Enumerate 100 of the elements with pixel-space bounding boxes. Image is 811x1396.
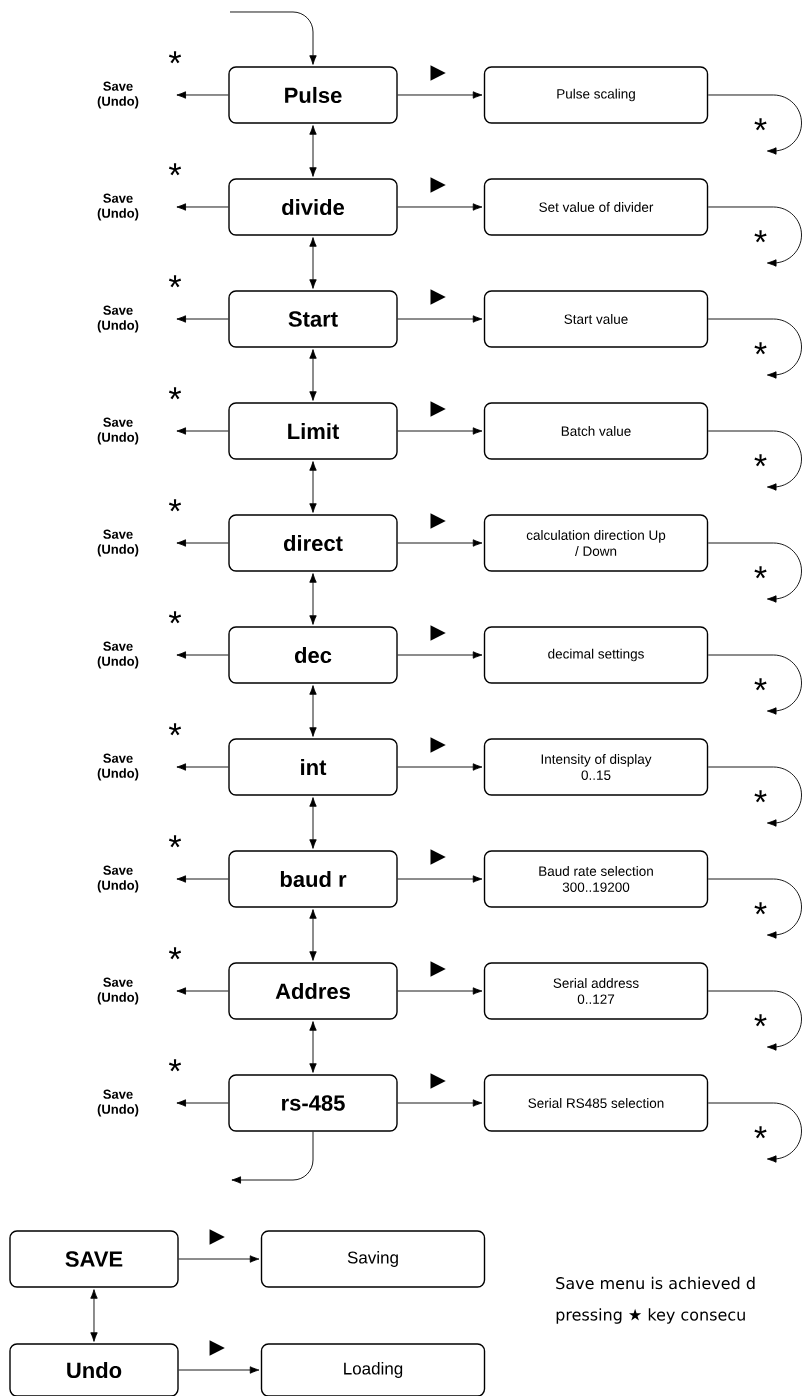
- edge-label: *: [754, 118, 767, 131]
- edge-label: *: [168, 275, 182, 288]
- note-text: pressing ★ key consecu: [556, 1308, 745, 1324]
- arrow: [397, 539, 483, 547]
- menu-box: divide: [228, 178, 398, 236]
- edge-label: *: [754, 566, 767, 579]
- menu-option-text: Save (Undo): [97, 865, 139, 893]
- arrow: [397, 1099, 483, 1107]
- menu-option-text: Save (Undo): [97, 529, 139, 557]
- menu-box: Pulse: [228, 66, 398, 124]
- arrow: [707, 990, 802, 1051]
- action-box: Saving: [260, 1230, 486, 1288]
- arrow: [309, 125, 317, 177]
- arrow: [309, 237, 317, 289]
- arrow: [176, 651, 229, 659]
- arrow: [231, 1131, 314, 1184]
- arrow: [178, 1366, 260, 1374]
- arrow: [707, 318, 802, 379]
- arrow: [90, 1289, 98, 1342]
- arrow: [176, 875, 229, 883]
- menu-option-text: Save (Undo): [97, 417, 139, 445]
- arrow: [707, 94, 802, 155]
- menu-box: Undo: [9, 1343, 179, 1396]
- menu-option-text: Save (Undo): [97, 1089, 139, 1117]
- edge-label: *: [168, 387, 182, 400]
- edge-label: *: [168, 51, 182, 64]
- edge-label: ▶: [430, 1073, 446, 1089]
- arrow: [178, 1255, 260, 1263]
- arrow: [176, 987, 229, 995]
- edge-label: ▶: [430, 737, 446, 753]
- menu-box: Start: [228, 290, 398, 348]
- arrow: [309, 349, 317, 401]
- menu-box: baud r: [228, 850, 398, 908]
- arrow: [309, 1021, 317, 1073]
- setting-box: Start value: [483, 290, 709, 348]
- arrow: [707, 430, 802, 491]
- setting-box: Baud rate selection 300..19200: [483, 850, 709, 908]
- arrow: [397, 91, 483, 99]
- edge-label: ▶: [430, 849, 446, 865]
- arrow: [176, 203, 229, 211]
- menu-option-text: Save (Undo): [97, 193, 139, 221]
- setting-box: Set value of divider: [483, 178, 709, 236]
- arrow: [176, 539, 229, 547]
- edge-label: ▶: [430, 625, 446, 641]
- edge-label: *: [754, 342, 767, 355]
- edge-label: *: [754, 1126, 767, 1139]
- arrow: [309, 685, 317, 737]
- setting-box: calculation direction Up / Down: [483, 514, 709, 572]
- edge-label: *: [754, 230, 767, 243]
- arrow: [309, 797, 317, 849]
- edge-label: ▶: [209, 1340, 225, 1356]
- arrow: [397, 651, 483, 659]
- arrow: [309, 909, 317, 961]
- edge-label: *: [754, 454, 767, 467]
- edge-label: *: [168, 499, 182, 512]
- edge-label: ▶: [430, 961, 446, 977]
- edge-label: ▶: [430, 177, 446, 193]
- arrow: [707, 542, 802, 603]
- edge-label: *: [754, 902, 767, 915]
- menu-option-text: Save (Undo): [97, 753, 139, 781]
- menu-box: Limit: [228, 402, 398, 460]
- note-text: Save menu is achieved d: [556, 1276, 755, 1290]
- edge-label: *: [754, 678, 767, 691]
- menu-box: Addres: [228, 962, 398, 1020]
- setting-box: Pulse scaling: [483, 66, 709, 124]
- edge-label: *: [168, 723, 182, 736]
- arrow: [397, 427, 483, 435]
- arrow: [707, 654, 802, 715]
- arrow: [397, 987, 483, 995]
- arrow: [176, 427, 229, 435]
- menu-option-text: Save (Undo): [97, 305, 139, 333]
- arrow: [309, 573, 317, 625]
- edge-label: ▶: [430, 65, 446, 81]
- edge-label: *: [168, 163, 182, 176]
- arrow: [176, 91, 229, 99]
- setting-box: Intensity of display 0..15: [483, 738, 709, 796]
- edge-label: ▶: [430, 513, 446, 529]
- edge-label: ▶: [209, 1229, 225, 1245]
- menu-box: SAVE: [9, 1230, 179, 1288]
- arrow: [176, 315, 229, 323]
- arrow: [707, 206, 802, 267]
- arrow: [309, 461, 317, 513]
- arrow: [397, 315, 483, 323]
- edge-label: *: [168, 611, 182, 624]
- edge-label: *: [168, 1059, 182, 1072]
- menu-box: dec: [228, 626, 398, 684]
- setting-box: decimal settings: [483, 626, 709, 684]
- edge-label: *: [168, 835, 182, 848]
- setting-box: Serial RS485 selection: [483, 1074, 709, 1132]
- arrow: [707, 766, 802, 827]
- arrow: [176, 1099, 229, 1107]
- arrow: [176, 763, 229, 771]
- menu-option-text: Save (Undo): [97, 977, 139, 1005]
- edge-label: ▶: [430, 401, 446, 417]
- arrow: [397, 875, 483, 883]
- arrow: [707, 1102, 802, 1163]
- menu-option-text: Save (Undo): [97, 641, 139, 669]
- edge-label: *: [754, 1014, 767, 1027]
- arrow: [397, 763, 483, 771]
- arrow: [229, 11, 317, 65]
